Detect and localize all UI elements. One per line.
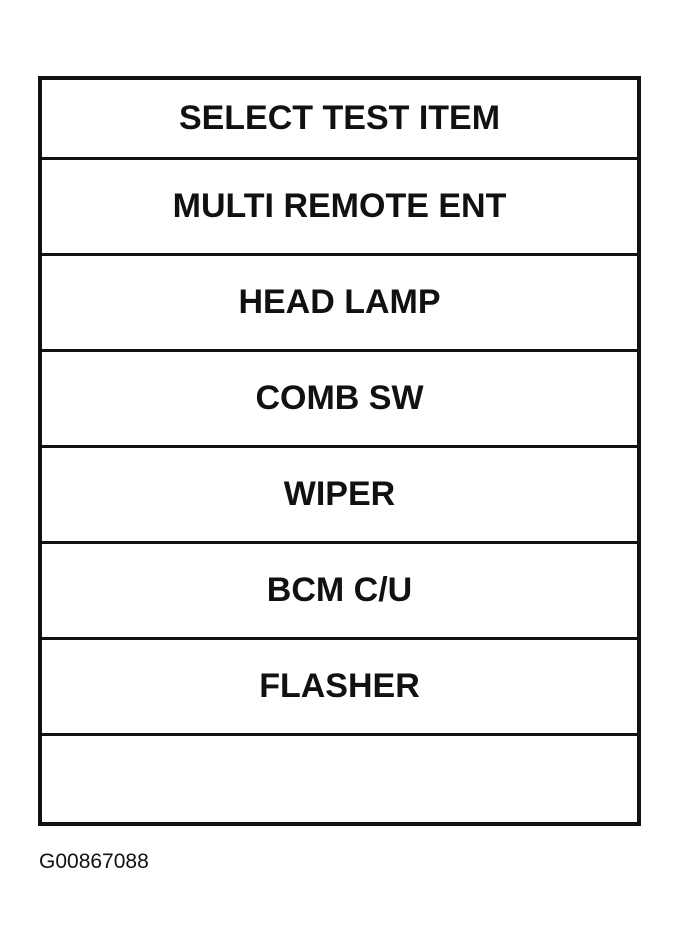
select-test-item-title: SELECT TEST ITEM <box>42 80 637 160</box>
menu-item-empty <box>42 736 637 826</box>
figure-code: G00867088 <box>39 850 149 873</box>
test-item-menu-screen: SELECT TEST ITEM MULTI REMOTE ENT HEAD L… <box>38 76 641 826</box>
menu-item-head-lamp[interactable]: HEAD LAMP <box>42 256 637 352</box>
menu-item-bcm-cu[interactable]: BCM C/U <box>42 544 637 640</box>
menu-item-comb-sw[interactable]: COMB SW <box>42 352 637 448</box>
menu-item-multi-remote-ent[interactable]: MULTI REMOTE ENT <box>42 160 637 256</box>
menu-item-flasher[interactable]: FLASHER <box>42 640 637 736</box>
menu-item-wiper[interactable]: WIPER <box>42 448 637 544</box>
